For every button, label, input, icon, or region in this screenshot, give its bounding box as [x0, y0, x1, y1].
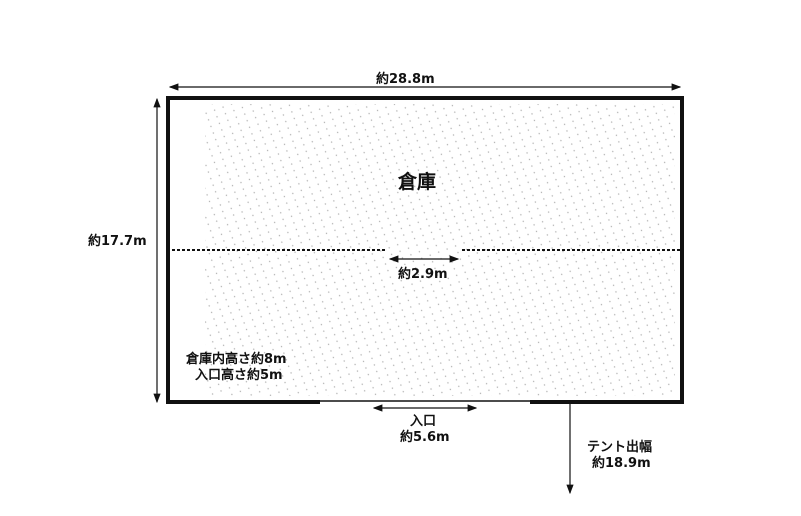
partition-gap-label: 約2.9m	[398, 267, 448, 282]
entrance-label: 入口	[410, 414, 437, 429]
warehouse-height-note: 倉庫内高さ約8m	[186, 352, 287, 367]
width-label: 約28.8m	[376, 72, 435, 87]
room-label: 倉庫	[398, 171, 437, 193]
entrance-height-note: 入口高さ約5m	[195, 368, 283, 383]
tent-label: テント出幅	[587, 440, 653, 455]
depth-label: 約17.7m	[88, 234, 147, 249]
tent-length-label: 約18.9m	[592, 456, 651, 471]
warehouse-walls	[166, 96, 684, 404]
entrance-width-label: 約5.6m	[400, 430, 450, 445]
